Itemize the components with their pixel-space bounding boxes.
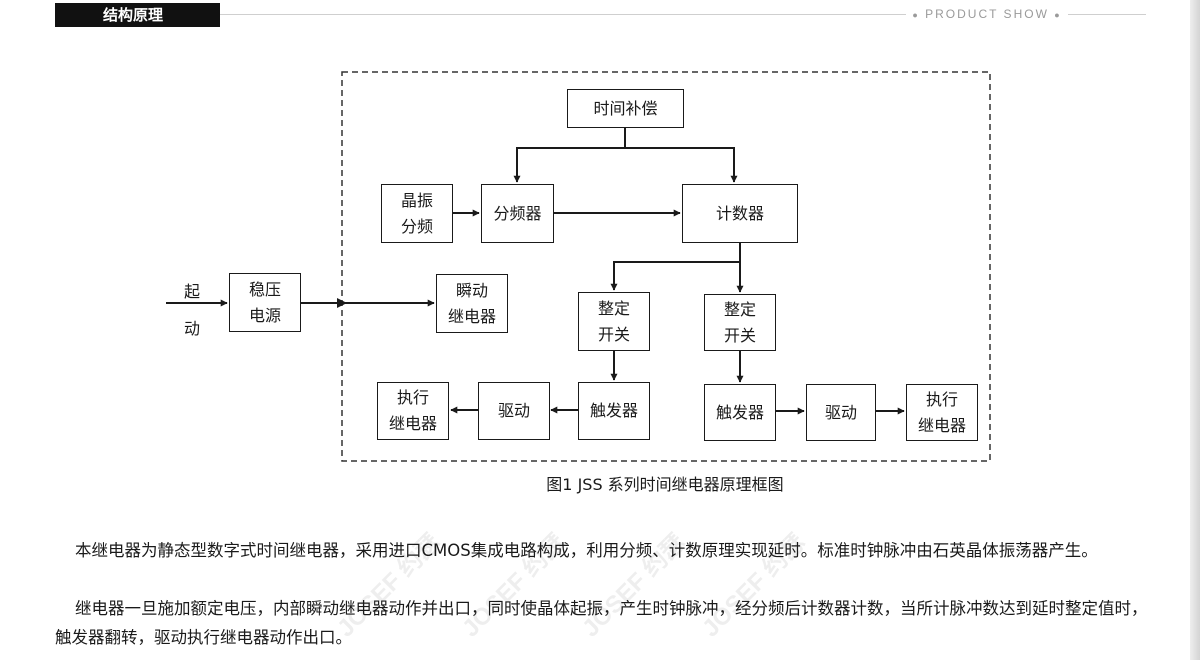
block-regulated-power-label: 稳压 电源 (248, 279, 281, 325)
connector-counter-switch-left (610, 261, 740, 291)
block-trigger-right-label: 触发器 (715, 402, 764, 422)
block-trigger-left-label: 触发器 (589, 401, 638, 420)
block-setting-switch-left: 整定 开关 (578, 292, 650, 351)
description-paragraph-2: 继电器一旦施加额定电压，内部瞬动继电器动作并出口，同时使晶体起振，产生时钟脉冲，… (55, 594, 1150, 652)
block-drive-right-label: 驱动 (824, 402, 857, 422)
block-instant-relay: 瞬动 继电器 (436, 274, 508, 333)
block-frequency-divider: 分频器 (481, 184, 554, 243)
block-time-compensation: 时间补偿 (567, 89, 684, 128)
block-exec-relay-left-label: 执行 继电器 (388, 388, 437, 433)
block-exec-relay-left: 执行 继电器 (377, 382, 449, 440)
page-edge-shadow (1190, 0, 1200, 660)
block-frequency-divider-label: 分频器 (493, 203, 542, 223)
figure-caption: 图1 JSS 系列时间继电器原理框图 (546, 475, 784, 494)
description-paragraph-2-text: 继电器一旦施加额定电压，内部瞬动继电器动作并出口，同时使晶体起振，产生时钟脉冲，… (55, 599, 1148, 647)
header-divider-left (220, 14, 906, 15)
block-instant-relay-label: 瞬动 继电器 (447, 280, 496, 326)
block-trigger-right: 触发器 (704, 384, 776, 441)
block-counter-label: 计数器 (715, 203, 764, 223)
bullet-icon: ● (1054, 10, 1062, 20)
block-setting-switch-left-label: 整定 开关 (597, 298, 630, 344)
product-show-label: ● PRODUCT SHOW ● (910, 6, 1064, 23)
block-drive-right: 驱动 (806, 384, 876, 441)
section-title: 结构原理 (55, 3, 220, 27)
block-exec-relay-right: 执行 继电器 (906, 384, 978, 441)
connector-timecomp-divider (513, 147, 625, 183)
block-time-compensation-label: 时间补偿 (593, 98, 658, 118)
connector-timecomp-counter (625, 147, 738, 183)
block-setting-switch-right: 整定 开关 (704, 294, 776, 351)
block-drive-left: 驱动 (478, 382, 550, 440)
start-input-label-bottom: 动 (184, 319, 201, 338)
block-exec-relay-right-label: 执行 继电器 (917, 389, 966, 435)
bullet-icon: ● (912, 10, 920, 20)
block-regulated-power: 稳压 电源 (229, 273, 301, 332)
description-paragraph-1: 本继电器为静态型数字式时间继电器，采用进口CMOS集成电路构成，利用分频、计数原… (55, 536, 1150, 565)
product-show-text: PRODUCT SHOW (925, 7, 1049, 21)
header-divider-right (1068, 14, 1146, 15)
description-paragraph-1-text: 本继电器为静态型数字式时间继电器，采用进口CMOS集成电路构成，利用分频、计数原… (75, 541, 1098, 560)
block-crystal-divider-label: 晶振 分频 (400, 190, 433, 236)
block-setting-switch-right-label: 整定 开关 (723, 299, 756, 345)
start-input-label-top: 起 (184, 282, 201, 301)
block-counter: 计数器 (682, 184, 798, 243)
block-crystal-divider: 晶振 分频 (381, 184, 453, 243)
module-boundary (341, 71, 991, 462)
block-trigger-left: 触发器 (578, 382, 650, 440)
block-drive-left-label: 驱动 (497, 401, 530, 420)
